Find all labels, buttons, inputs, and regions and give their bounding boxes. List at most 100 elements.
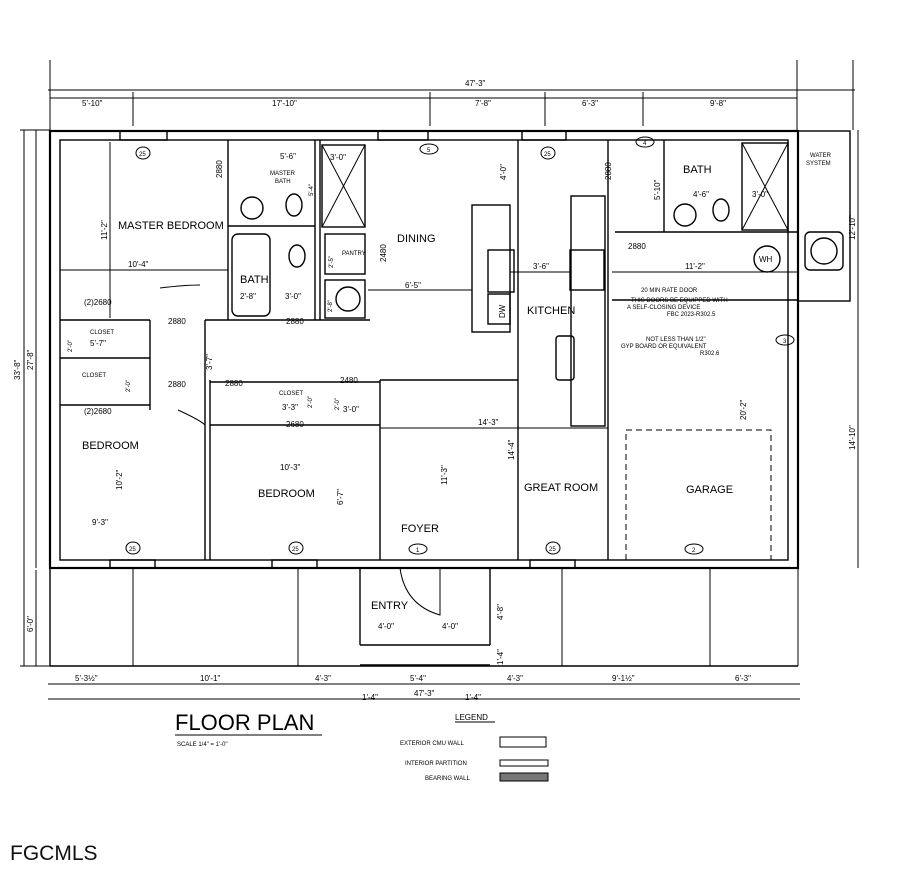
door-labels: 2880 2880 2880 2880 2880 2680 (2)2680 (2… [84,160,646,429]
code-notes: 20 MIN RATE DOOR THIS DOORS BE EQUIPPED … [621,288,728,357]
dim-label: 5'-6" [280,152,296,161]
tag: 1 [416,548,420,554]
dim-label: 10'-1" [200,674,221,683]
dim-label: 1'-4" [496,649,505,665]
room-foyer: FOYER [401,523,439,535]
dim-label: 4'-0" [499,164,508,180]
legend-swatch-interior [499,759,549,767]
legend-swatch-exterior [499,736,547,748]
dim-label: 10'-4" [128,260,149,269]
dim-label: 11'-2" [685,262,705,271]
note: A SELF-CLOSING DEVICE [627,305,700,311]
garage-door-outline [625,429,772,561]
dim-label: 14'-4" [507,439,516,460]
tag: 2 [692,548,696,554]
room-water-system: WATER [810,153,832,159]
dishwasher [487,293,511,325]
window [271,559,318,569]
sink-vanity [324,279,366,319]
legend-swatch-bearing [499,772,549,782]
dim-label: 4'-3" [507,674,523,683]
room-water-system: SYSTEM [806,161,831,167]
dim-label: 10'-2" [115,469,124,490]
window [109,559,156,569]
dim-label: 2'-8" [328,300,334,312]
tag: 25 [129,547,136,553]
window [119,130,168,141]
side-dimensions: 33'-8" 27'-8" 6'-0" 12'-10" 14'-10" [13,129,859,667]
range [569,249,605,291]
dim-label: 2'-8" [240,292,256,301]
dim-label: 17'-10" [272,99,297,108]
dim-label: 1'-4" [362,693,378,702]
door-label: (2)2680 [84,298,112,307]
door-label: 2880 [604,162,613,180]
dim-label: 3'-0" [343,405,359,414]
tag: 25 [549,547,556,553]
dim-label: 4'-3" [315,674,331,683]
kitchen-counter [570,195,606,427]
window-door-tags: 25 5 25 4 25 25 25 1 2 3 [125,136,795,555]
dim-label: 12'-10" [848,215,857,240]
drawing-title: FLOOR PLAN [175,710,314,735]
room-dining: DINING [397,233,436,245]
room-garage: GARAGE [686,484,733,496]
door-label: 2880 [225,379,243,388]
tag: 4 [643,141,647,147]
room-kitchen: KITCHEN [527,305,575,317]
dim-label: 11'-3" [440,465,449,485]
pantry-box [324,233,366,275]
window [521,130,567,141]
shower [741,142,789,231]
dim-label: 5'-10" [82,99,103,108]
tag: 25 [292,547,299,553]
room-great-room: GREAT ROOM [524,482,598,494]
dim-label: 3'-3" [282,403,298,412]
dim-closet-depth: 2'-0" [68,340,74,352]
door-label: 2480 [379,244,388,262]
dim-label: 5'-4" [410,674,426,683]
door-label: 2480 [340,376,358,385]
dim-label: 9'-3" [92,518,108,527]
dim-label: 4'-6" [693,190,709,199]
room-entry: ENTRY [371,600,409,612]
door-label: 2880 [168,380,186,389]
door-label: 2880 [628,242,646,251]
dim-label: 6'-7" [336,489,345,505]
water-system-unit [804,231,844,271]
dim-label: 10'-3" [280,463,301,472]
shower [321,144,366,228]
window [529,559,576,569]
porch [49,568,799,667]
room-bedroom: BEDROOM [258,488,315,500]
door-label: 2880 [286,317,304,326]
room-bedroom: BEDROOM [82,440,139,452]
room-closet: CLOSET [82,373,106,379]
room-master-bath: MASTER [270,171,296,177]
room-pantry: PANTRY [342,251,366,257]
dim-label: 3'-0" [330,153,346,162]
tag: 5 [427,148,431,154]
door-label: 2880 [168,317,186,326]
dim-label: 5'-10" [653,179,662,200]
dim-label: 1'-4" [465,693,481,702]
dim-label: 11'-2" [100,220,109,240]
dim-closet-depth: 2'-0" [335,398,341,410]
dim-label: 5'-3½" [75,674,98,683]
legend-heading: LEGEND [455,713,488,722]
room-dimensions: 11'-2" 10'-4" 5'-6" 3'-0" 5'-4" 2'-8" 3'… [60,142,798,631]
bottom-dimensions: 5'-3½" 10'-1" 4'-3" 5'-4" 4'-3" 9'-1½" 6… [48,604,800,702]
legend-item: EXTERIOR CMU WALL [400,741,464,747]
dim-label: 14'-10" [848,425,857,450]
room-bath-2: BATH [683,164,712,176]
legend-item: BEARING WALL [425,776,470,782]
dim-label: 3'-6" [533,262,549,271]
dim-porch-depth: 6'-0" [26,616,35,632]
interior-partitions [60,140,844,666]
dim-label: 4'-0" [378,622,394,631]
dim-label: 3'-0" [752,190,768,199]
water-heater-label: WH [759,255,773,264]
window [377,130,429,141]
note: THIS DOORS BE EQUIPPED WITH [631,298,728,304]
